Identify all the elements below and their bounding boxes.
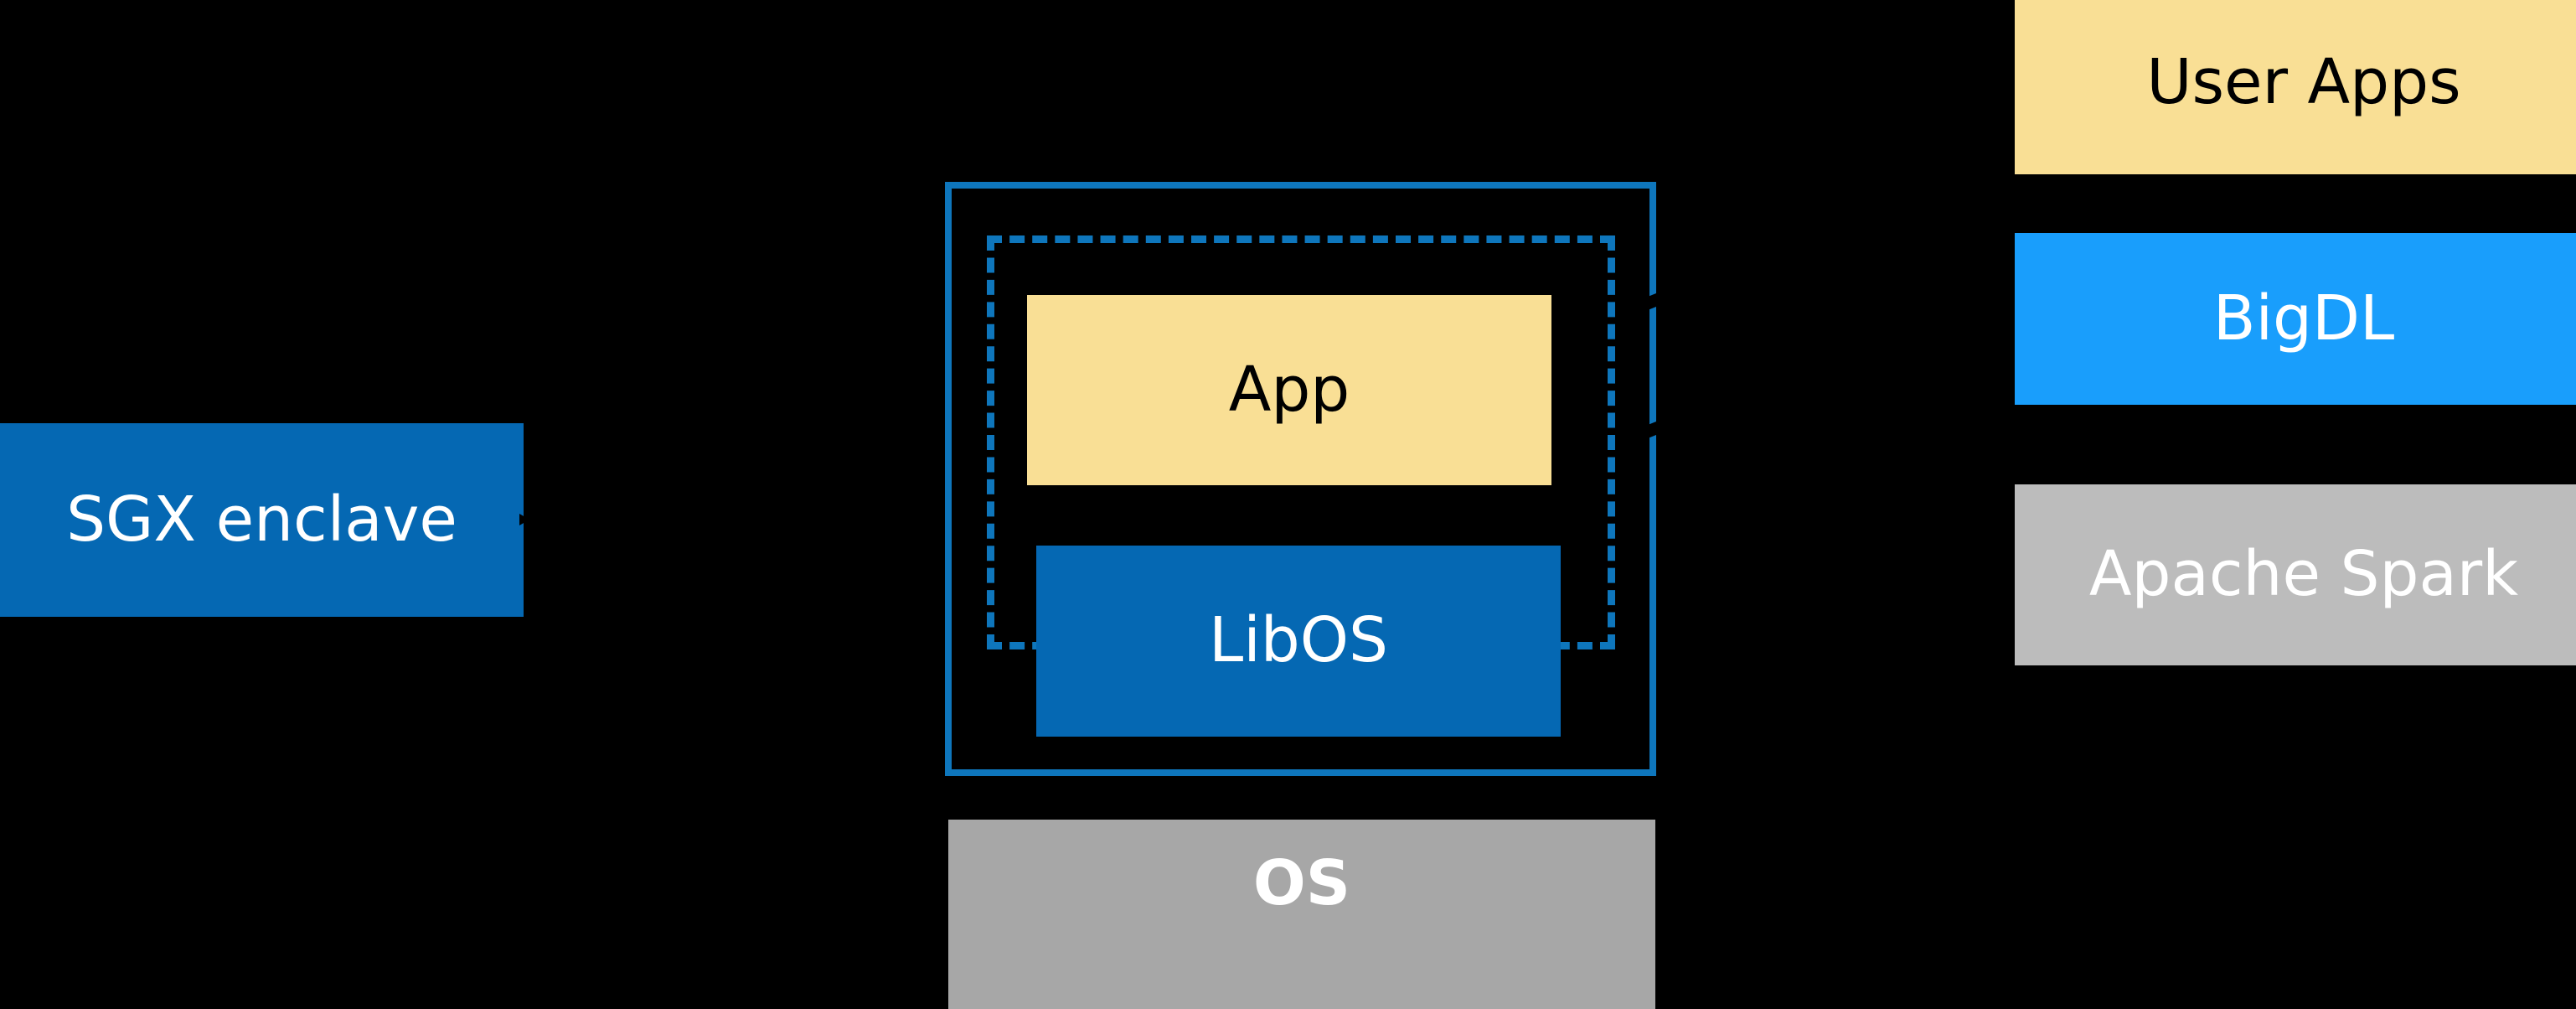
os-box: OS — [948, 820, 1655, 1009]
bigdl-box: BigDL — [2015, 233, 2576, 405]
apache-spark-label: Apache Spark — [2088, 538, 2519, 611]
sgx-enclave-label: SGX enclave — [66, 483, 457, 556]
enclave-boundary-frame — [945, 182, 1656, 776]
sgx-enclave-box: SGX enclave — [0, 423, 524, 617]
libos-box: LibOS — [1036, 546, 1561, 737]
arrowhead-icon — [519, 514, 534, 525]
app-box: App — [1027, 295, 1551, 485]
user-apps-box: User Apps — [2015, 0, 2576, 174]
user-apps-label: User Apps — [2146, 46, 2461, 119]
apache-spark-box: Apache Spark — [2015, 484, 2576, 665]
os-label: OS — [1252, 847, 1351, 919]
app-label: App — [1228, 353, 1350, 426]
libos-label: LibOS — [1209, 604, 1388, 677]
bigdl-label: BigDL — [2212, 282, 2395, 354]
